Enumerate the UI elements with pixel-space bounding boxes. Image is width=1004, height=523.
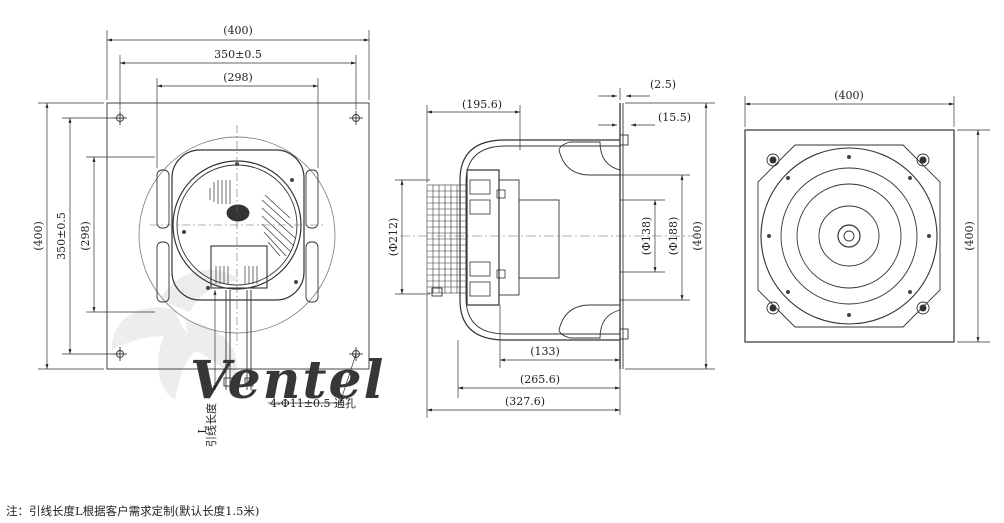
front-dim-inner-v: (298) xyxy=(79,221,92,251)
rear-dimensions xyxy=(744,96,990,343)
rear-outer-ring xyxy=(760,147,938,325)
front-mount-holes-label: 4-Φ11±0.5 通孔 xyxy=(270,397,356,410)
rear-view xyxy=(744,129,955,343)
front-dim-width-outer: (400) xyxy=(223,24,253,37)
front-lead-label: L xyxy=(196,426,209,434)
front-motor-logo xyxy=(226,204,250,222)
side-dim-motor-dia: (Φ212) xyxy=(387,218,400,257)
front-mounting-holes xyxy=(113,111,363,361)
front-view xyxy=(106,102,370,390)
side-dim-plate-thickness: (2.5) xyxy=(650,78,676,91)
side-heat-sink xyxy=(426,184,468,294)
footnote: 注：引线长度L根据客户需求定制(默认长度1.5米) xyxy=(6,504,259,518)
rear-octagon-frame xyxy=(757,144,941,328)
side-motor-body xyxy=(466,169,500,306)
watermark-brand: Ventel xyxy=(190,350,385,411)
front-housing-bolts xyxy=(182,162,298,290)
side-dim-inlet-dia: (Φ138) xyxy=(640,217,653,256)
rear-screws xyxy=(767,155,931,317)
rear-mounting-plate xyxy=(744,129,955,343)
side-view xyxy=(400,103,700,369)
side-dim-depth-front: (195.6) xyxy=(462,98,502,111)
rear-dim-width: (400) xyxy=(834,89,864,102)
front-lead-wires xyxy=(223,290,254,390)
side-impeller-bottom xyxy=(558,304,620,331)
side-dim-height: (400) xyxy=(691,221,704,251)
rear-dim-height: (400) xyxy=(963,221,976,251)
rear-mounting-holes xyxy=(766,153,930,315)
side-dim-inlet-outer-dia: (Φ188) xyxy=(667,217,680,256)
front-junction-box xyxy=(210,245,268,289)
front-dim-inner-h: (298) xyxy=(223,71,253,84)
side-frame-upper xyxy=(459,139,620,341)
front-dimensions xyxy=(38,30,370,404)
front-dim-hole-spacing-h: 350±0.5 xyxy=(214,48,262,61)
side-dimensions xyxy=(395,88,715,418)
front-dim-height-outer: (400) xyxy=(32,221,45,251)
front-dim-hole-spacing-v: 350±0.5 xyxy=(55,212,68,260)
side-connector-blocks xyxy=(469,179,506,297)
front-mounting-plate xyxy=(106,102,370,370)
front-lead-sub-label: 引线长度 xyxy=(204,403,218,447)
side-dim-total-length: (327.6) xyxy=(505,395,545,408)
side-dim-inlet-depth: (133) xyxy=(530,345,560,358)
front-brackets xyxy=(156,169,319,303)
side-impeller-top xyxy=(558,149,620,176)
front-heat-sink xyxy=(209,180,296,257)
side-dim-body-length: (265.6) xyxy=(520,373,560,386)
side-dim-flange: (15.5) xyxy=(658,111,691,124)
rear-hub xyxy=(837,224,861,248)
